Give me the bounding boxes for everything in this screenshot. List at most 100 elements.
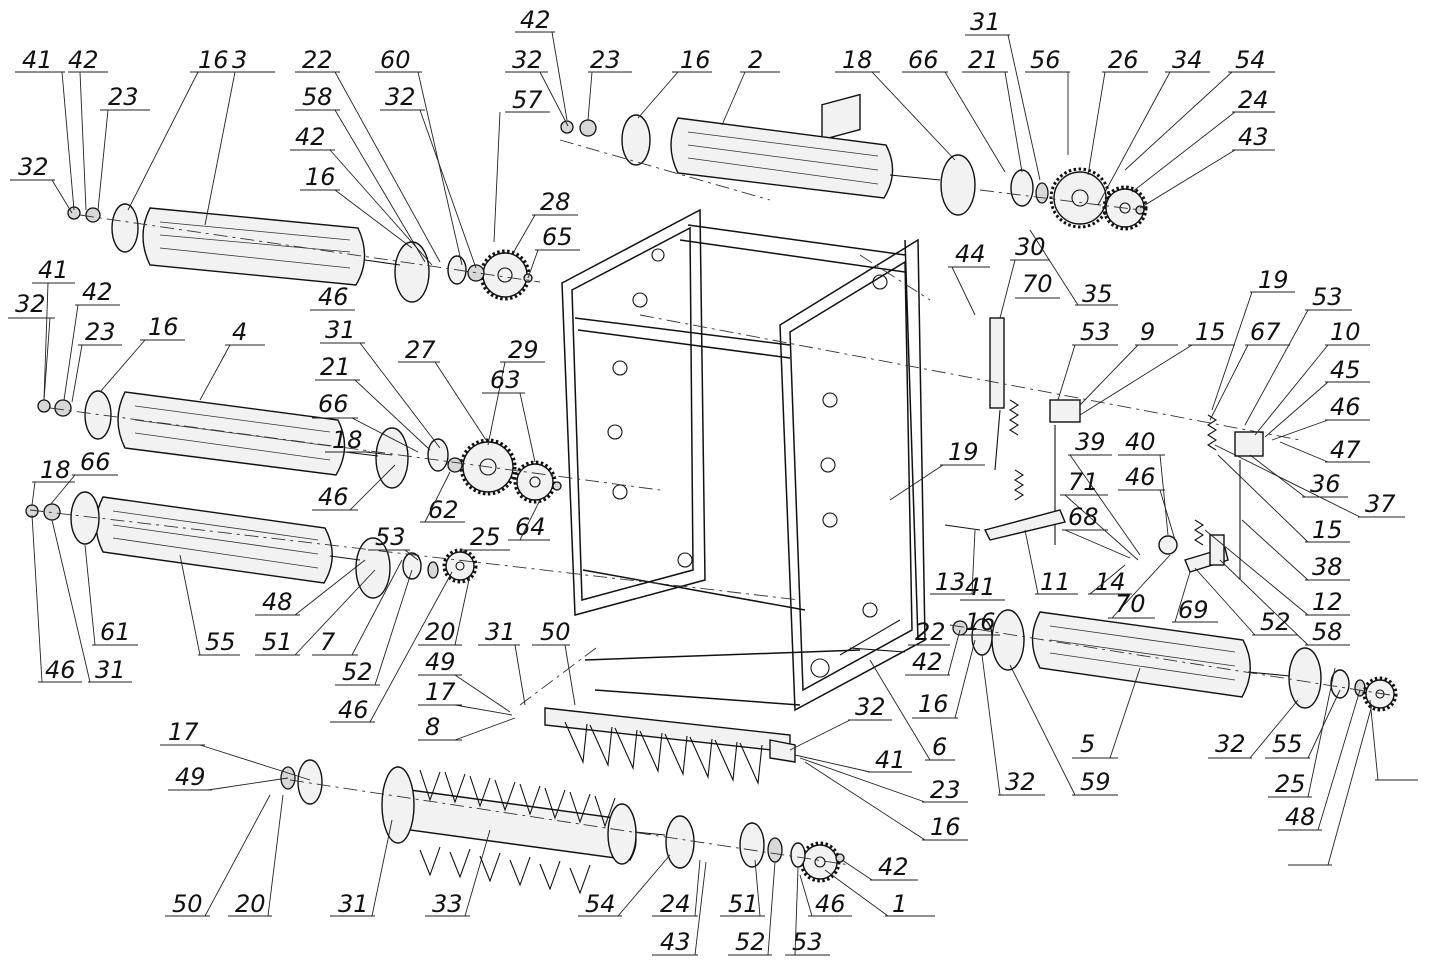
svg-text:16: 16 — [305, 163, 336, 191]
svg-text:16: 16 — [148, 313, 179, 341]
svg-text:70: 70 — [1115, 590, 1146, 618]
sprocket-28 — [467, 249, 533, 301]
svg-text:32: 32 — [18, 153, 49, 181]
svg-text:15: 15 — [1195, 318, 1226, 346]
callout: 15 — [1217, 454, 1350, 544]
callout: 53 — [368, 523, 419, 561]
svg-text:45: 45 — [1330, 356, 1361, 384]
callout: 31 — [478, 618, 526, 706]
callout: 54 — [578, 854, 671, 918]
callout: 8 — [418, 713, 516, 741]
callout: 51 — [255, 569, 376, 656]
svg-text:60: 60 — [380, 46, 411, 74]
callout: 1 — [824, 869, 935, 918]
roller-2 — [560, 114, 976, 216]
callout: 50 — [532, 618, 576, 706]
svg-text:26: 26 — [1108, 46, 1139, 74]
callout: 10 — [1254, 318, 1370, 436]
svg-text:49: 49 — [425, 648, 456, 676]
callout: 18 — [835, 46, 956, 161]
callout: 32 — [789, 693, 892, 751]
knife-bar-7 — [544, 707, 796, 786]
callout: 24 — [652, 859, 701, 918]
callout: 70 — [1108, 554, 1171, 619]
callout: 37 — [1214, 444, 1405, 518]
svg-text:46: 46 — [45, 656, 76, 684]
svg-text:71: 71 — [1068, 468, 1099, 496]
callout: 42 — [63, 278, 120, 401]
callout: 19 — [889, 438, 985, 501]
callout: 28 — [511, 188, 578, 256]
svg-text:42: 42 — [295, 123, 326, 151]
callout: 46 — [1118, 463, 1176, 541]
svg-text:52: 52 — [1260, 608, 1291, 636]
svg-text:48: 48 — [262, 588, 293, 616]
center-lines — [29, 139, 1391, 866]
callout: 53 — [1244, 283, 1352, 426]
callout: 71 — [1060, 468, 1139, 561]
svg-text:55: 55 — [205, 628, 236, 656]
callout: 17 — [160, 718, 311, 781]
callout: 23 — [71, 318, 122, 403]
svg-text:13: 13 — [935, 568, 966, 596]
svg-text:32: 32 — [15, 290, 46, 318]
svg-text:43: 43 — [1238, 123, 1269, 151]
callout: 3 — [204, 46, 275, 226]
svg-text:42: 42 — [68, 46, 99, 74]
svg-text:15: 15 — [1312, 516, 1343, 544]
callout: 20 — [228, 794, 284, 918]
callout: 16 — [127, 46, 235, 211]
callout: 53 — [785, 867, 830, 956]
svg-text:69: 69 — [1178, 596, 1209, 624]
svg-text:42: 42 — [82, 278, 113, 306]
svg-text:31: 31 — [95, 656, 126, 684]
svg-text:34: 34 — [1172, 46, 1203, 74]
svg-text:59: 59 — [1080, 768, 1111, 796]
callout: 17 — [418, 678, 513, 716]
callout: 49 — [418, 648, 511, 713]
callout: 42 — [515, 6, 568, 121]
svg-text:46: 46 — [1125, 463, 1156, 491]
callout: 42 — [841, 853, 918, 881]
svg-text:70: 70 — [1022, 270, 1053, 298]
svg-text:46: 46 — [338, 696, 369, 724]
callout: 31 — [965, 8, 1041, 181]
callout: 25 — [1268, 667, 1336, 798]
callout: 19 — [1211, 266, 1295, 411]
svg-text:46: 46 — [318, 483, 349, 511]
callout: 29 — [487, 336, 545, 446]
callout: 40 — [1118, 428, 1169, 536]
callout: 46 — [312, 464, 396, 511]
callout: 22 — [908, 618, 950, 646]
svg-text:44: 44 — [955, 240, 986, 268]
sprocket-26 — [1049, 167, 1111, 229]
callout-labels: 41 42 23 16 3 22 60 32 42 23 16 2 18 66 … — [8, 6, 1418, 956]
svg-text:12: 12 — [1312, 588, 1343, 616]
callout: 50 — [165, 794, 271, 918]
linkage-assembly — [944, 317, 1264, 580]
callout: 38 — [1241, 519, 1350, 581]
callout: 53 — [1057, 318, 1118, 401]
svg-text:14: 14 — [1095, 568, 1126, 596]
svg-text:32: 32 — [512, 46, 543, 74]
svg-text:54: 54 — [585, 890, 616, 918]
callout: 31 — [330, 819, 393, 918]
svg-text:16: 16 — [680, 46, 711, 74]
svg-text:65: 65 — [542, 223, 573, 251]
svg-text:64: 64 — [515, 513, 546, 541]
callout: 63 — [482, 366, 536, 463]
callout: 60 — [375, 46, 463, 266]
callout: 34 — [1097, 46, 1210, 206]
svg-text:46: 46 — [1330, 393, 1361, 421]
callout: 61 — [84, 544, 138, 646]
callout: 43 — [1139, 123, 1275, 209]
callout: 62 — [420, 471, 465, 524]
callout: 52 — [1194, 567, 1298, 636]
svg-text:41: 41 — [22, 46, 53, 74]
svg-text:55: 55 — [1272, 730, 1303, 758]
callout: 32 — [10, 153, 73, 214]
roller-6 — [952, 609, 1366, 709]
svg-text:47: 47 — [1330, 436, 1361, 464]
svg-text:40: 40 — [1125, 428, 1156, 456]
callout: 48 — [1278, 689, 1361, 831]
